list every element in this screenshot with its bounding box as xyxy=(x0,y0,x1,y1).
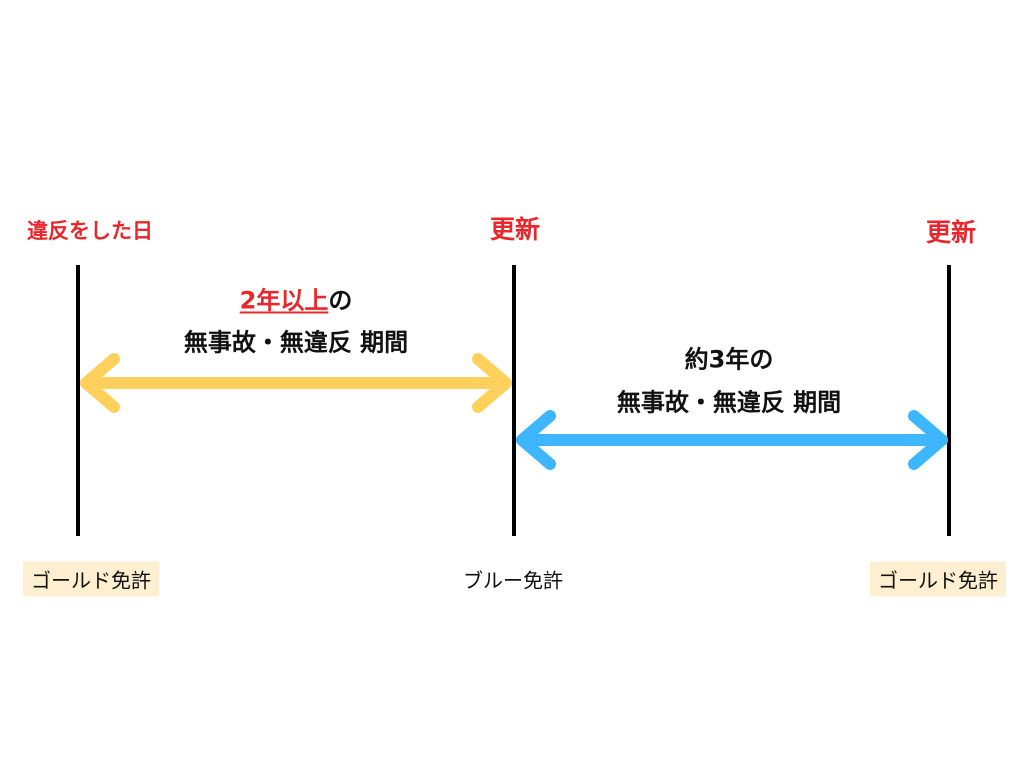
period-1-line2: 無事故・無違反 期間 xyxy=(183,328,409,357)
blue-license-label: ブルー免許 xyxy=(463,568,563,593)
period-1-suffix: の xyxy=(328,286,353,315)
renewal-label-1: 更新 xyxy=(489,215,541,244)
period-1-line1: 2年以上の xyxy=(240,281,353,316)
yellow-double-arrow xyxy=(80,353,512,413)
period-2-line2: 無事故・無違反 期間 xyxy=(616,388,842,417)
renewal-label-2: 更新 xyxy=(925,218,977,247)
blue-double-arrow xyxy=(516,410,948,470)
gold-license-label-left: ゴールド免許 xyxy=(23,561,159,597)
violation-day-label: 違反をした日 xyxy=(27,219,153,243)
period-1-highlight: 2年以上 xyxy=(239,286,329,315)
gold-license-label-right: ゴールド免許 xyxy=(870,561,1006,597)
period-2-line1: 約3年の xyxy=(684,345,774,374)
